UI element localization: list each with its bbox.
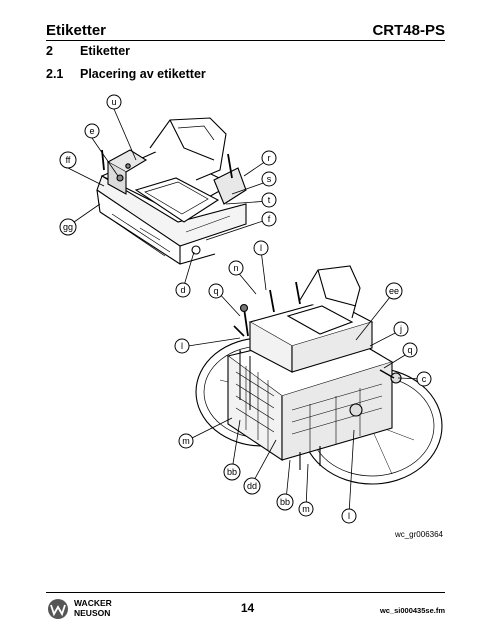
- callout-text: u: [111, 97, 116, 107]
- callout-circle: [84, 123, 100, 139]
- callout-circle: [385, 282, 403, 300]
- callout-e-1: e: [84, 123, 100, 139]
- subsection-heading: 2.1 Placering av etiketter: [46, 67, 206, 81]
- section-title: Etiketter: [80, 44, 131, 58]
- callout-circle: [393, 321, 409, 337]
- callout-circle: [276, 493, 294, 511]
- callout-m-21: m: [298, 501, 314, 517]
- callout-circle: [174, 338, 190, 354]
- callout-text: t: [268, 195, 271, 205]
- figure-id: wc_gr006364: [394, 530, 443, 539]
- callout-ee-12: ee: [385, 282, 403, 300]
- callout-circle: [178, 433, 194, 449]
- callout-d-8: d: [175, 282, 191, 298]
- callout-circle: [228, 260, 244, 276]
- callout-text: n: [233, 263, 238, 273]
- callout-circle: [59, 151, 77, 169]
- callout-u-0: u: [106, 94, 122, 110]
- wacker-neuson-logo: [48, 599, 68, 619]
- callout-circle: [223, 463, 241, 481]
- footer-rule: [46, 592, 445, 593]
- subsection-title: Placering av etiketter: [80, 67, 206, 81]
- callout-circle: [243, 477, 261, 495]
- callout-text: d: [180, 285, 185, 295]
- callout-bb-18: bb: [223, 463, 241, 481]
- source-filename: wc_si000435se.fm: [379, 606, 445, 615]
- callout-j-14: j: [393, 321, 409, 337]
- callout-circle: [261, 171, 277, 187]
- callout-circle: [261, 211, 277, 227]
- lower-machine-drawing: [195, 265, 443, 485]
- callout-l-22: l: [341, 508, 357, 524]
- callout-text: c: [422, 374, 427, 384]
- section-heading: 2 Etiketter: [46, 44, 130, 58]
- callout-text: e: [89, 126, 94, 136]
- callout-r-4: r: [261, 150, 277, 166]
- callout-t-6: t: [261, 192, 277, 208]
- callout-q-11: q: [208, 283, 224, 299]
- callout-text: bb: [280, 497, 290, 507]
- callout-l-13: l: [174, 338, 190, 354]
- callout-circle: [402, 342, 418, 358]
- callout-text: dd: [247, 481, 257, 491]
- callout-f-7: f: [261, 211, 277, 227]
- callout-n-9: n: [228, 260, 244, 276]
- callout-circle: [261, 192, 277, 208]
- callout-circle: [59, 218, 77, 236]
- header-model: CRT48-PS: [372, 22, 445, 39]
- callout-text: m: [302, 504, 310, 514]
- callout-c-16: c: [416, 371, 432, 387]
- callout-text: q: [213, 286, 218, 296]
- callout-circle: [261, 150, 277, 166]
- callout-q-15: q: [402, 342, 418, 358]
- callout-text: bb: [227, 467, 237, 477]
- callout-text: l: [260, 243, 262, 253]
- logo-line-2: NEUSON: [74, 608, 111, 618]
- callout-circle: [106, 94, 122, 110]
- callout-circle: [208, 283, 224, 299]
- section-number: 2: [46, 44, 53, 58]
- callout-circle: [298, 501, 314, 517]
- upper-machine-drawing: [96, 117, 247, 265]
- callout-text: j: [399, 324, 402, 334]
- callout-text: m: [182, 436, 190, 446]
- page-number: 14: [240, 601, 255, 615]
- callout-gg-3: gg: [59, 218, 77, 236]
- callout-ff-2: ff: [59, 151, 77, 169]
- header-rule: [46, 40, 445, 41]
- callout-circle: [341, 508, 357, 524]
- page-header: Etiketter CRT48-PS: [46, 20, 445, 40]
- callout-circle: [416, 371, 432, 387]
- logo-line-1: WACKER: [74, 598, 112, 608]
- callout-text: r: [268, 153, 271, 163]
- callout-text: s: [267, 174, 272, 184]
- callout-text: q: [407, 345, 412, 355]
- logo-text: WACKER NEUSON: [74, 598, 112, 618]
- callout-text: ff: [66, 155, 71, 165]
- callout-dd-19: dd: [243, 477, 261, 495]
- callout-text: ee: [389, 286, 399, 296]
- subsection-number: 2.1: [46, 67, 64, 81]
- callout-s-5: s: [261, 171, 277, 187]
- callout-text: l: [181, 341, 183, 351]
- callout-text: gg: [63, 222, 73, 232]
- header-title: Etiketter: [46, 22, 107, 39]
- callout-m-17: m: [178, 433, 194, 449]
- callout-bb-20: bb: [276, 493, 294, 511]
- callout-text: l: [348, 511, 350, 521]
- callout-l-10: l: [253, 240, 269, 256]
- callout-text: f: [268, 214, 271, 224]
- callout-circle: [253, 240, 269, 256]
- callout-circle: [175, 282, 191, 298]
